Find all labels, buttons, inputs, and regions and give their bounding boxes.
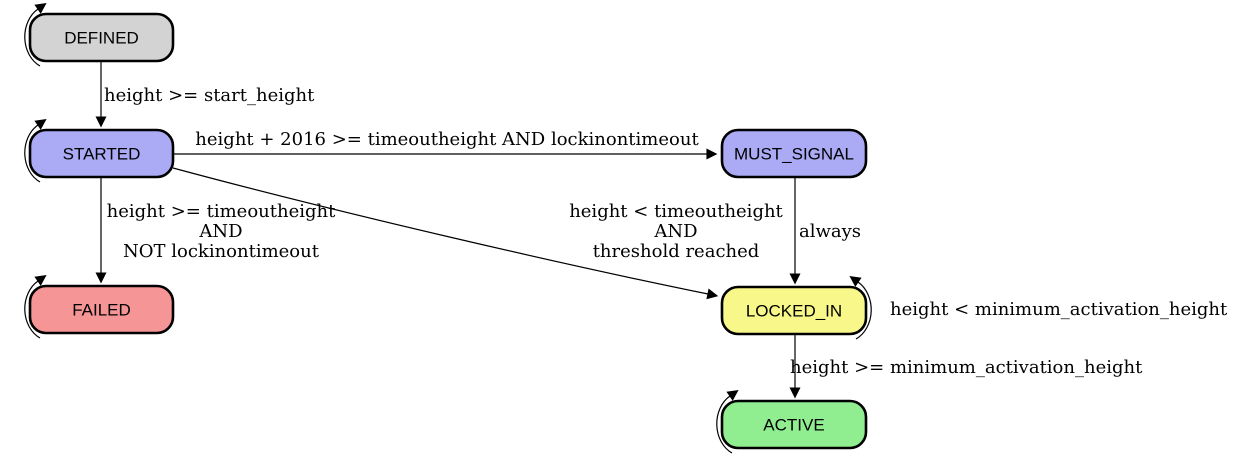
edge-label-started-to-failed: height >= timeoutheight AND NOT lockinon… [107,201,336,262]
edge-started-self-loop [24,119,47,183]
edge-label-started-to-failed-line2: AND [198,221,242,242]
edge-failed-self-loop [24,275,47,339]
edge-label-started-to-failed-line1: height >= timeoutheight [107,201,336,222]
state-node-failed: FAILED [28,284,175,335]
edge-started-to-locked-in [172,167,719,300]
edge-defined-self-loop [24,3,47,67]
state-node-locked-in-shape [720,285,868,336]
state-node-must-signal-label: MUST_SIGNAL [734,145,854,164]
state-node-defined: DEFINED [28,12,175,63]
edge-label-defined-to-started: height >= start_height [104,85,315,106]
state-node-active-label: ACTIVE [763,416,824,435]
state-node-started-label: STARTED [63,145,141,164]
state-node-locked-in-label: LOCKED_IN [746,302,842,321]
state-node-must-signal-shape [720,128,868,179]
state-node-defined-shape [28,12,175,63]
edge-locked-in-self-loop [849,276,872,340]
state-node-defined-label: DEFINED [64,29,139,48]
state-node-started-shape [28,128,175,179]
edge-label-started-to-locked-in: height < timeoutheight AND threshold rea… [569,201,783,262]
edge-label-must-signal-to-locked-in: always [799,221,861,242]
state-node-started: STARTED [28,128,175,179]
edge-label-started-to-locked-in-line1: height < timeoutheight [569,201,783,222]
state-node-locked-in: LOCKED_IN [720,285,868,336]
edge-active-self-loop [716,390,739,454]
edge-label-started-to-failed-line3: NOT lockinontimeout [123,241,320,262]
edge-label-started-to-locked-in-line3: threshold reached [593,241,760,262]
edge-label-locked-in-to-active: height >= minimum_activation_height [790,357,1143,378]
state-node-failed-label: FAILED [72,301,131,320]
edge-label-started-to-locked-in-line2: AND [653,221,697,242]
state-node-failed-shape [28,284,175,335]
state-node-active: ACTIVE [720,399,868,450]
state-node-active-shape [720,399,868,450]
edge-label-started-to-must-signal: height + 2016 >= timeoutheight AND locki… [195,129,699,150]
state-node-must-signal: MUST_SIGNAL [720,128,868,179]
edge-label-locked-in-self-loop: height < minimum_activation_height [890,299,1228,320]
